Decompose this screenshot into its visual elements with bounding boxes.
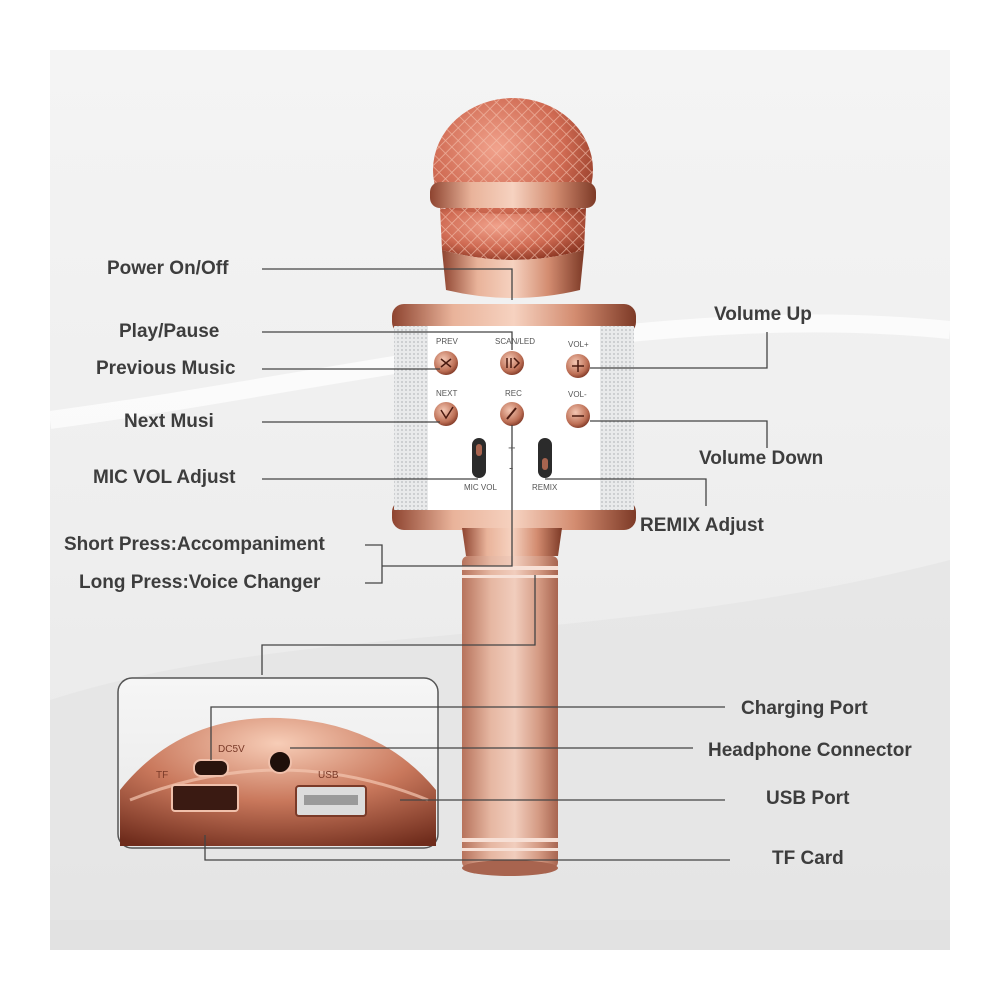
- callout-power: Power On/Off: [107, 258, 229, 279]
- port-inset: [117, 677, 439, 849]
- callout-remix: REMIX Adjust: [640, 515, 764, 536]
- plus-sign: +: [508, 440, 516, 455]
- dc5v-port-label: DC5V: [218, 744, 245, 755]
- charging-port[interactable]: [193, 759, 229, 777]
- callout-previous: Previous Music: [96, 358, 236, 379]
- callout-long-press: Long Press:Voice Changer: [79, 572, 321, 593]
- mic-vol-slider[interactable]: [472, 438, 486, 478]
- mic-handle: [462, 528, 562, 876]
- play-pause-icon: [506, 357, 521, 369]
- headphone-jack[interactable]: [268, 750, 292, 774]
- callout-play-pause: Play/Pause: [119, 321, 220, 342]
- vol-plus-label: VOL+: [568, 340, 589, 349]
- leader-lines: [204, 268, 768, 861]
- next-label: NEXT: [436, 389, 458, 398]
- usb-port-label: USB: [318, 770, 339, 781]
- mic-vol-label: MIC VOL: [464, 483, 497, 492]
- remix-label: REMIX: [532, 483, 558, 492]
- callout-usb: USB Port: [766, 788, 850, 809]
- prev-icon: [440, 358, 452, 368]
- callout-mic-vol: MIC VOL Adjust: [93, 467, 236, 488]
- tf-card-slot[interactable]: [171, 784, 239, 812]
- callout-short-press: Short Press:Accompaniment: [64, 534, 325, 555]
- scan-led-label: SCAN/LED: [495, 337, 536, 346]
- vol-minus-label: VOL-: [568, 390, 587, 399]
- mic-head: [430, 98, 596, 298]
- callout-tf: TF Card: [772, 848, 844, 869]
- vol-up-icon: [572, 360, 584, 372]
- rec-icon: [506, 407, 517, 420]
- tf-port-label: TF: [156, 770, 169, 781]
- minus-sign: -: [509, 460, 514, 475]
- callout-volume-up: Volume Up: [714, 304, 812, 325]
- rec-label: REC: [505, 389, 522, 398]
- callout-charging: Charging Port: [741, 698, 868, 719]
- prev-label: PREV: [436, 337, 458, 346]
- play-pause-button[interactable]: [500, 351, 524, 375]
- callout-volume-down: Volume Down: [699, 448, 824, 469]
- next-icon: [440, 406, 454, 420]
- callout-next: Next Musi: [124, 411, 214, 432]
- callout-headphone: Headphone Connector: [708, 740, 912, 761]
